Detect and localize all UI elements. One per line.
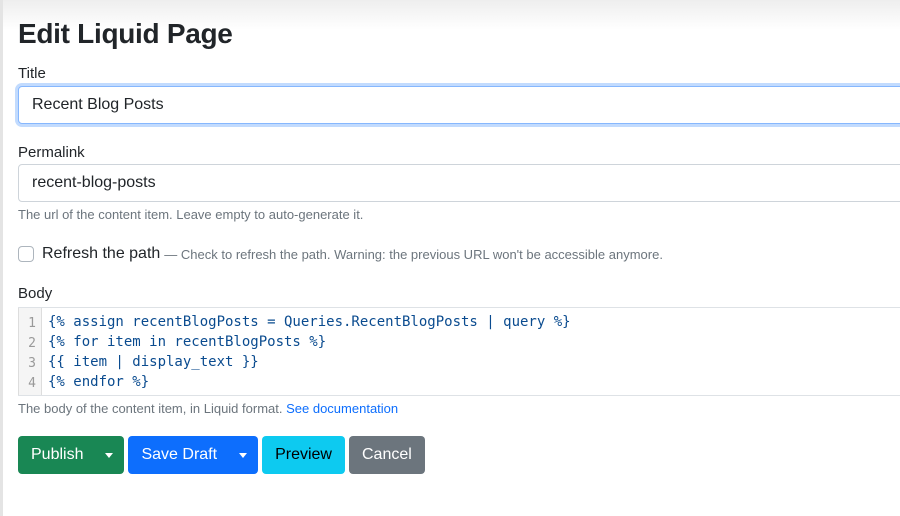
code-line[interactable]: {{ item | display_text }} (48, 354, 259, 370)
line-number-gutter: 1 2 3 4 (18, 308, 42, 395)
save-draft-button[interactable]: Save Draft (128, 436, 232, 474)
code-line[interactable]: {% for item in recentBlogPosts %} (48, 334, 327, 350)
top-shade (0, 0, 900, 30)
body-hint-text: The body of the content item, in Liquid … (18, 401, 283, 416)
publish-dropdown-toggle[interactable] (97, 436, 125, 474)
line-number: 4 (28, 376, 36, 391)
save-draft-button-group: Save Draft (128, 436, 259, 474)
see-documentation-link[interactable]: See documentation (286, 401, 399, 416)
line-number: 1 (28, 316, 36, 331)
preview-button[interactable]: Preview (262, 436, 345, 474)
caret-down-icon (239, 452, 248, 458)
body-label: Body (18, 285, 53, 302)
code-line[interactable]: {% endfor %} (48, 374, 150, 390)
code-area[interactable]: {% assign recentBlogPosts = Queries.Rece… (42, 308, 571, 395)
save-draft-dropdown-toggle[interactable] (231, 436, 259, 474)
line-number: 3 (28, 356, 36, 371)
permalink-input[interactable] (18, 164, 900, 202)
line-number: 2 (28, 336, 36, 351)
refresh-path-row: Refresh the path — Check to refresh the … (18, 245, 663, 263)
action-buttons: Publish Save Draft Preview Cancel (18, 436, 425, 474)
title-input[interactable] (18, 86, 900, 124)
refresh-path-hint: — Check to refresh the path. Warning: th… (164, 246, 663, 262)
code-line[interactable]: {% assign recentBlogPosts = Queries.Rece… (48, 314, 571, 330)
permalink-hint: The url of the content item. Leave empty… (18, 207, 364, 222)
body-hint: The body of the content item, in Liquid … (18, 401, 398, 416)
refresh-path-checkbox[interactable] (18, 246, 34, 262)
body-code-editor[interactable]: 1 2 3 4 {% assign recentBlogPosts = Quer… (18, 307, 900, 396)
publish-button-group: Publish (18, 436, 125, 474)
refresh-path-label[interactable]: Refresh the path (42, 245, 161, 262)
cancel-button[interactable]: Cancel (348, 436, 425, 474)
caret-down-icon (105, 452, 114, 458)
title-label: Title (18, 65, 46, 82)
permalink-label: Permalink (18, 144, 85, 161)
publish-button[interactable]: Publish (18, 436, 98, 474)
page-title: Edit Liquid Page (18, 18, 233, 49)
left-border (0, 0, 3, 516)
